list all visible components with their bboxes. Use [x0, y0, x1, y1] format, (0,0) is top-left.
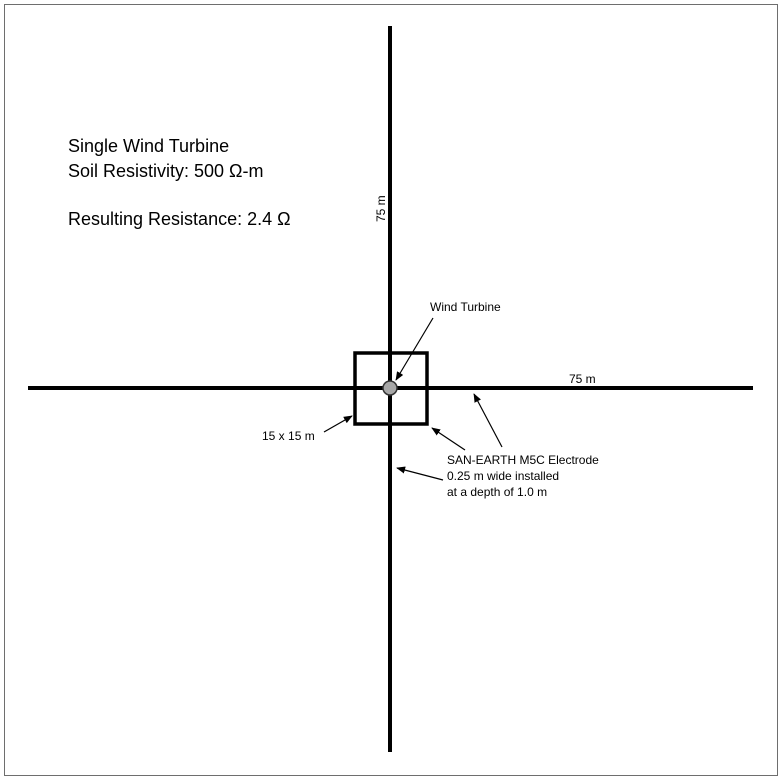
electrode-label-line2: 0.25 m wide installed — [447, 469, 559, 483]
electrode-label-line1: SAN-EARTH M5C Electrode — [447, 453, 599, 467]
info-title: Single Wind Turbine — [68, 136, 229, 156]
wind-turbine-label: Wind Turbine — [430, 300, 501, 314]
square-electrode-ring — [353, 351, 429, 426]
vertical-length-label: 75 m — [374, 195, 388, 222]
electrode-arrow-vertical — [396, 466, 444, 481]
info-soil-resistivity: Soil Resistivity: 500 Ω-m — [68, 161, 264, 181]
wind-turbine-arrow — [395, 317, 434, 381]
electrode-arrow-horizontal — [473, 393, 503, 448]
square-size-arrow — [323, 415, 353, 433]
electrode-label-line3: at a depth of 1.0 m — [447, 485, 547, 499]
horizontal-length-label: 75 m — [569, 372, 596, 386]
electrode-arrow-square — [431, 427, 466, 451]
info-resulting-resistance: Resulting Resistance: 2.4 Ω — [68, 209, 291, 229]
square-size-label: 15 x 15 m — [262, 429, 315, 443]
wind-turbine-marker — [382, 380, 398, 396]
